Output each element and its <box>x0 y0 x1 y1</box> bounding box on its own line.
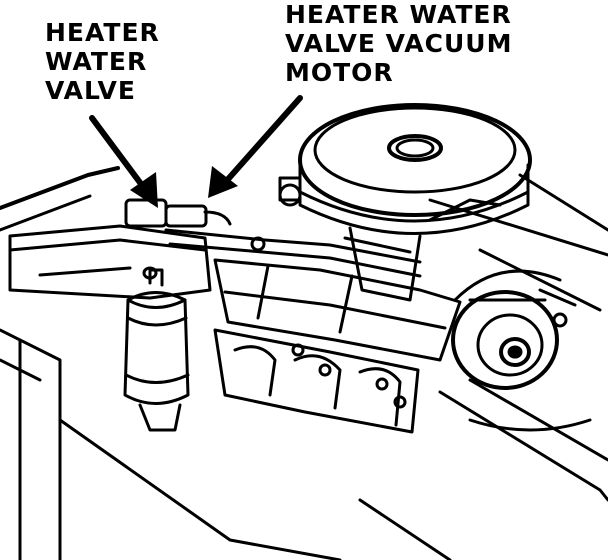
engine-bay-frame <box>0 166 608 560</box>
label-line: MOTOR <box>285 58 394 87</box>
heater-water-valve-label: HEATER WATER VALVE <box>45 18 160 105</box>
valve-cover <box>213 176 462 362</box>
label-line: VALVE <box>45 76 136 105</box>
heater-water-valve <box>124 198 422 278</box>
air-cleaner <box>298 103 532 302</box>
alternator <box>451 288 577 390</box>
belts-and-hoses <box>428 198 602 432</box>
vacuum-motor-label: HEATER WATER VALVE VACUUM MOTOR <box>285 0 512 87</box>
label-line: VALVE VACUUM <box>285 29 513 58</box>
exhaust-manifold <box>213 328 420 434</box>
label-line: HEATER <box>45 18 160 47</box>
radiator-tank <box>8 224 212 300</box>
canister <box>123 268 190 432</box>
callout-arrows <box>89 95 303 208</box>
label-line: HEATER WATER <box>285 0 512 29</box>
arrowhead-vacuum-motor <box>208 166 238 198</box>
label-line: WATER <box>45 47 148 76</box>
arrow-to-vacuum-motor <box>219 95 303 189</box>
